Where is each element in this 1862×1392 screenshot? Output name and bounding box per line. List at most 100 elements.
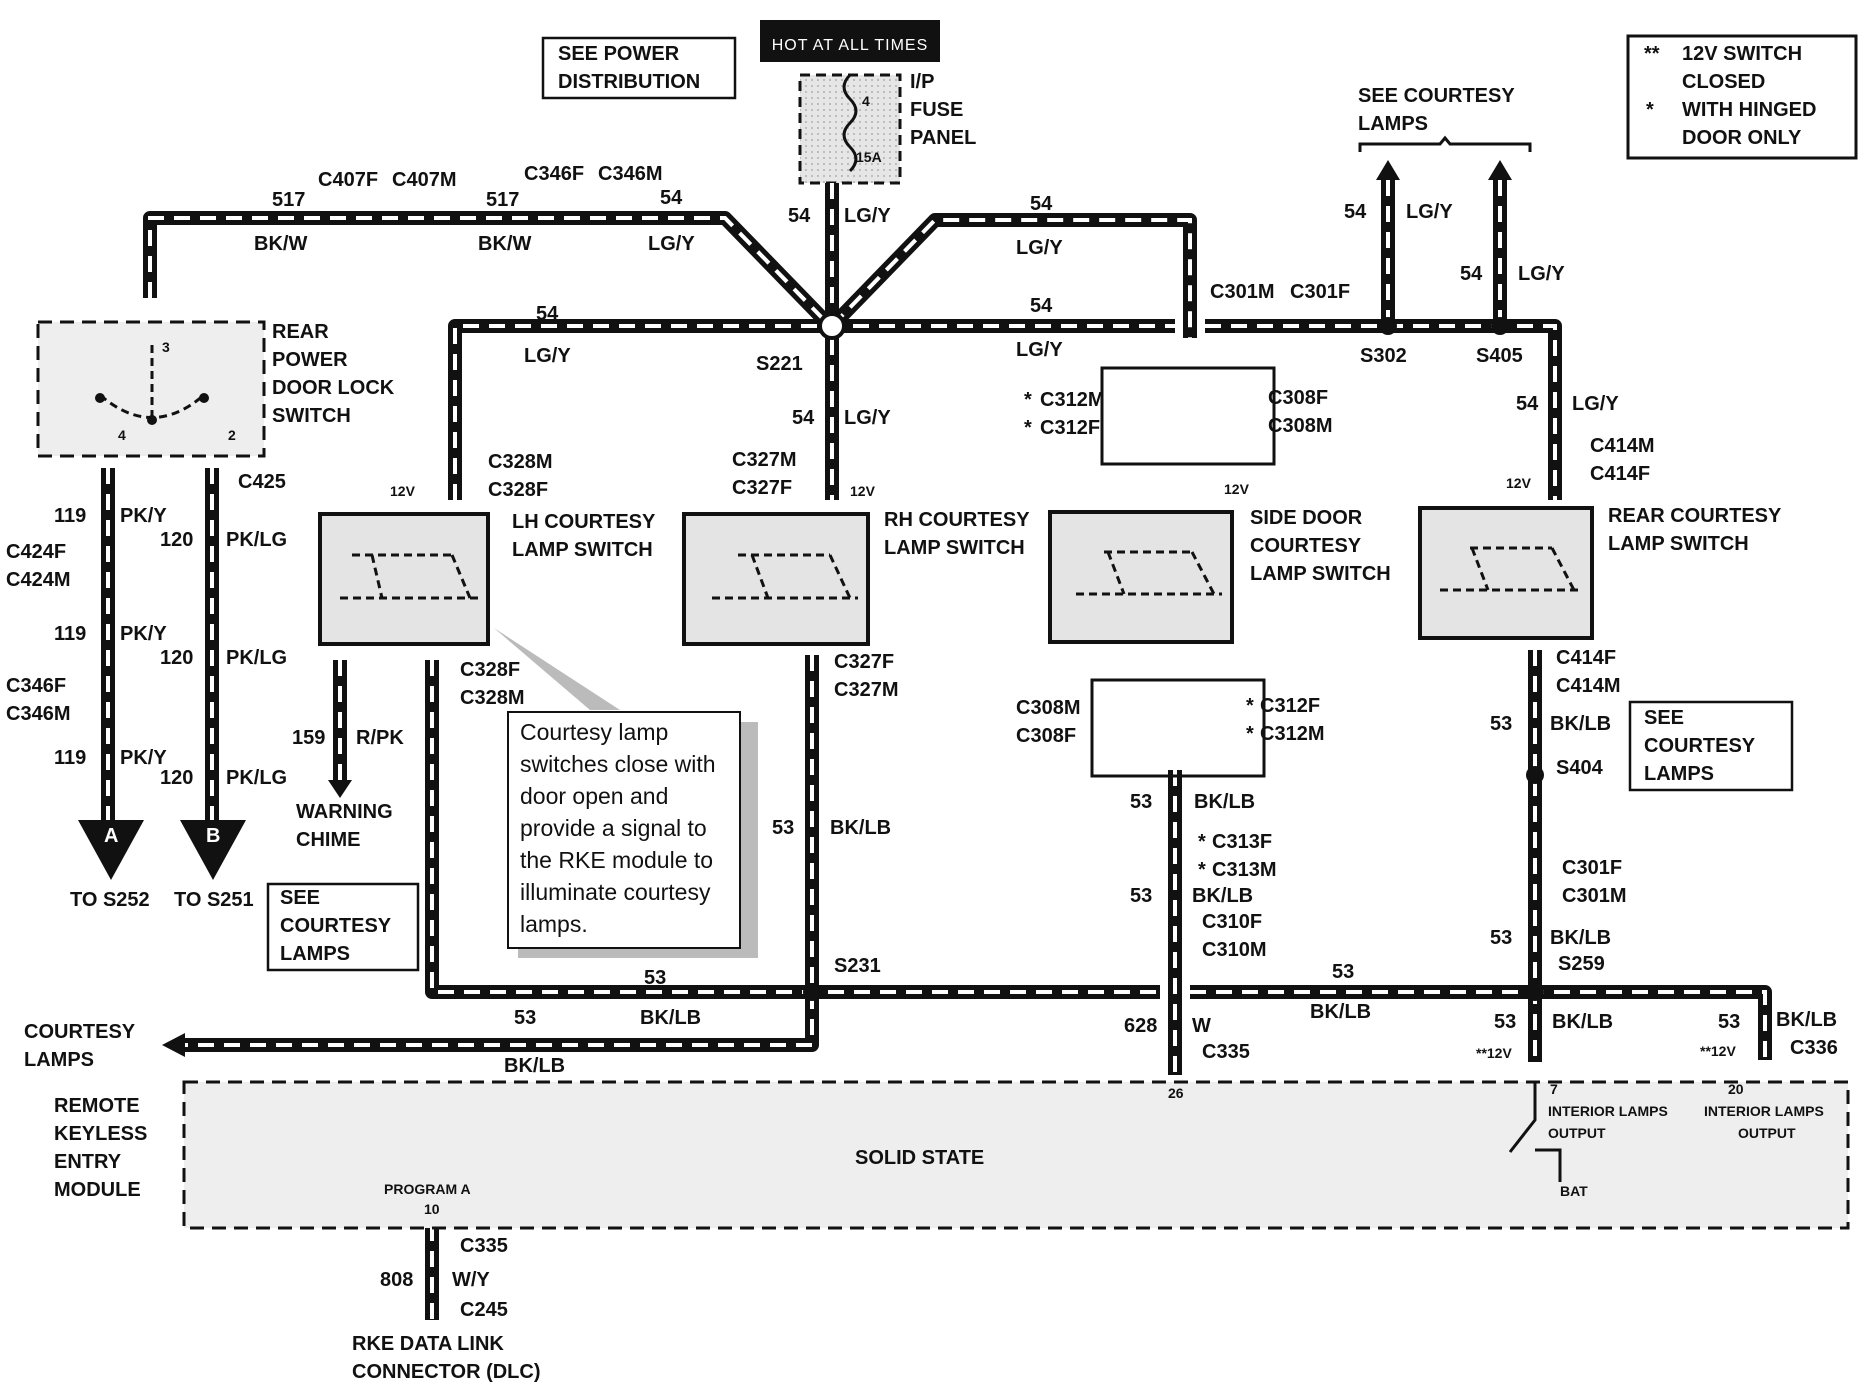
- svg-text:DISTRIBUTION: DISTRIBUTION: [558, 71, 700, 93]
- svg-text:12V: 12V: [390, 483, 416, 499]
- svg-text:S404: S404: [1556, 757, 1604, 779]
- svg-text:C414M: C414M: [1590, 435, 1654, 457]
- svg-text:C301M: C301M: [1562, 885, 1626, 907]
- svg-text:517: 517: [272, 189, 305, 211]
- svg-text:54: 54: [1516, 393, 1539, 415]
- svg-text:54: 54: [660, 187, 683, 209]
- svg-text:DOOR ONLY: DOOR ONLY: [1682, 127, 1802, 149]
- svg-text:C346M: C346M: [598, 163, 662, 185]
- svg-text:54: 54: [1460, 263, 1483, 285]
- svg-text:C424F: C424F: [6, 541, 66, 563]
- target-b: [180, 820, 246, 880]
- svg-text:S221: S221: [756, 353, 803, 375]
- arrow-chime: [328, 780, 352, 798]
- svg-text:SEE: SEE: [1644, 707, 1684, 729]
- wires: [101, 180, 1772, 1320]
- svg-text:54: 54: [536, 303, 559, 325]
- svg-text:LAMP SWITCH: LAMP SWITCH: [1250, 563, 1391, 585]
- svg-text:LAMP SWITCH: LAMP SWITCH: [512, 539, 653, 561]
- svg-text:REAR COURTESY: REAR COURTESY: [1608, 505, 1782, 527]
- svg-text:C414M: C414M: [1556, 675, 1620, 697]
- svg-text:12V SWITCH: 12V SWITCH: [1682, 43, 1802, 65]
- svg-text:BAT: BAT: [1560, 1183, 1588, 1199]
- svg-text:OUTPUT: OUTPUT: [1548, 1125, 1606, 1141]
- connector-block-top: [1100, 366, 1276, 466]
- svg-text:12V: 12V: [850, 483, 876, 499]
- svg-text:**12V: **12V: [1476, 1045, 1512, 1061]
- svg-text:CHIME: CHIME: [296, 829, 360, 851]
- svg-text:LG/Y: LG/Y: [1016, 237, 1063, 259]
- svg-text:KEYLESS: KEYLESS: [54, 1123, 147, 1145]
- power-distribution-ref: SEE POWER DISTRIBUTION: [541, 36, 737, 100]
- svg-text:PANEL: PANEL: [910, 127, 976, 149]
- svg-text:BK/LB: BK/LB: [1194, 791, 1255, 813]
- svg-text:RKE DATA LINK: RKE DATA LINK: [352, 1333, 504, 1355]
- svg-text:C312F: C312F: [1260, 695, 1320, 717]
- svg-text:C301M: C301M: [1210, 281, 1274, 303]
- svg-text:4: 4: [862, 93, 870, 109]
- fuse-panel: 4 15A I/P FUSE PANEL: [798, 71, 976, 185]
- svg-text:RH COURTESY: RH COURTESY: [884, 509, 1030, 531]
- svg-text:54: 54: [788, 205, 811, 227]
- svg-text:53: 53: [1490, 927, 1512, 949]
- svg-text:LG/Y: LG/Y: [844, 205, 891, 227]
- svg-text:BK/LB: BK/LB: [1776, 1009, 1837, 1031]
- svg-text:REAR: REAR: [272, 321, 329, 343]
- svg-text:S302: S302: [1360, 345, 1407, 367]
- svg-text:C308F: C308F: [1268, 387, 1328, 409]
- svg-text:LAMPS: LAMPS: [1644, 763, 1714, 785]
- svg-text:C313M: C313M: [1212, 859, 1276, 881]
- svg-text:C312F: C312F: [1040, 417, 1100, 439]
- svg-text:53: 53: [644, 967, 666, 989]
- svg-text:LAMPS: LAMPS: [280, 943, 350, 965]
- svg-text:C301F: C301F: [1290, 281, 1350, 303]
- svg-text:2: 2: [228, 427, 236, 443]
- svg-text:W: W: [1192, 1015, 1211, 1037]
- svg-text:C308F: C308F: [1016, 725, 1076, 747]
- svg-text:S405: S405: [1476, 345, 1523, 367]
- svg-text:C327M: C327M: [834, 679, 898, 701]
- svg-text:C313F: C313F: [1212, 831, 1272, 853]
- svg-text:*: *: [1246, 695, 1254, 717]
- target-a-label: A: [104, 825, 118, 847]
- svg-text:BK/LB: BK/LB: [1552, 1011, 1613, 1033]
- svg-text:COURTESY: COURTESY: [280, 915, 392, 937]
- svg-text:C245: C245: [460, 1299, 508, 1321]
- svg-text:PK/LG: PK/LG: [226, 647, 287, 669]
- svg-text:119: 119: [54, 505, 86, 527]
- rh-courtesy-lamp-switch: RH COURTESY LAMP SWITCH: [682, 509, 1030, 646]
- svg-text:LG/Y: LG/Y: [1572, 393, 1619, 415]
- arrow-up-2: [1488, 160, 1512, 180]
- svg-text:53: 53: [1494, 1011, 1516, 1033]
- svg-text:LAMP SWITCH: LAMP SWITCH: [1608, 533, 1749, 555]
- svg-text:LG/Y: LG/Y: [1016, 339, 1063, 361]
- legend-box: ** 12V SWITCH CLOSED * WITH HINGED DOOR …: [1626, 34, 1858, 160]
- svg-text:LAMP SWITCH: LAMP SWITCH: [884, 537, 1025, 559]
- svg-text:C407F: C407F: [318, 169, 378, 191]
- arrow-up-1: [1376, 160, 1400, 180]
- svg-text:C336: C336: [1790, 1037, 1838, 1059]
- svg-text:CONNECTOR (DLC): CONNECTOR (DLC): [352, 1361, 541, 1383]
- svg-text:LAMPS: LAMPS: [24, 1049, 94, 1071]
- svg-text:*: *: [1024, 389, 1032, 411]
- svg-text:12V: 12V: [1506, 475, 1532, 491]
- svg-text:switches close with: switches close with: [520, 751, 716, 777]
- svg-text:3: 3: [162, 339, 170, 355]
- svg-text:10: 10: [424, 1201, 440, 1217]
- see-courtesy-right: SEE COURTESY LAMPS: [1628, 700, 1794, 792]
- svg-text:628: 628: [1124, 1015, 1157, 1037]
- svg-text:door open and: door open and: [520, 783, 668, 809]
- svg-text:*: *: [1246, 723, 1254, 745]
- svg-text:REMOTE: REMOTE: [54, 1095, 140, 1117]
- svg-text:SWITCH: SWITCH: [272, 405, 351, 427]
- svg-text:C327M: C327M: [732, 449, 796, 471]
- remote-keyless-entry-module: SOLID STATE PROGRAM A 10 26 7 20 INTERIO…: [54, 1080, 1850, 1230]
- svg-text:COURTESY: COURTESY: [24, 1021, 136, 1043]
- lh-courtesy-lamp-switch: LH COURTESY LAMP SWITCH: [318, 511, 656, 646]
- svg-text:C312M: C312M: [1260, 723, 1324, 745]
- svg-text:53: 53: [514, 1007, 536, 1029]
- svg-text:20: 20: [1728, 1081, 1744, 1097]
- svg-text:PK/Y: PK/Y: [120, 623, 167, 645]
- svg-text:LG/Y: LG/Y: [648, 233, 695, 255]
- see-courtesy-left: SEE COURTESY LAMPS: [266, 882, 420, 972]
